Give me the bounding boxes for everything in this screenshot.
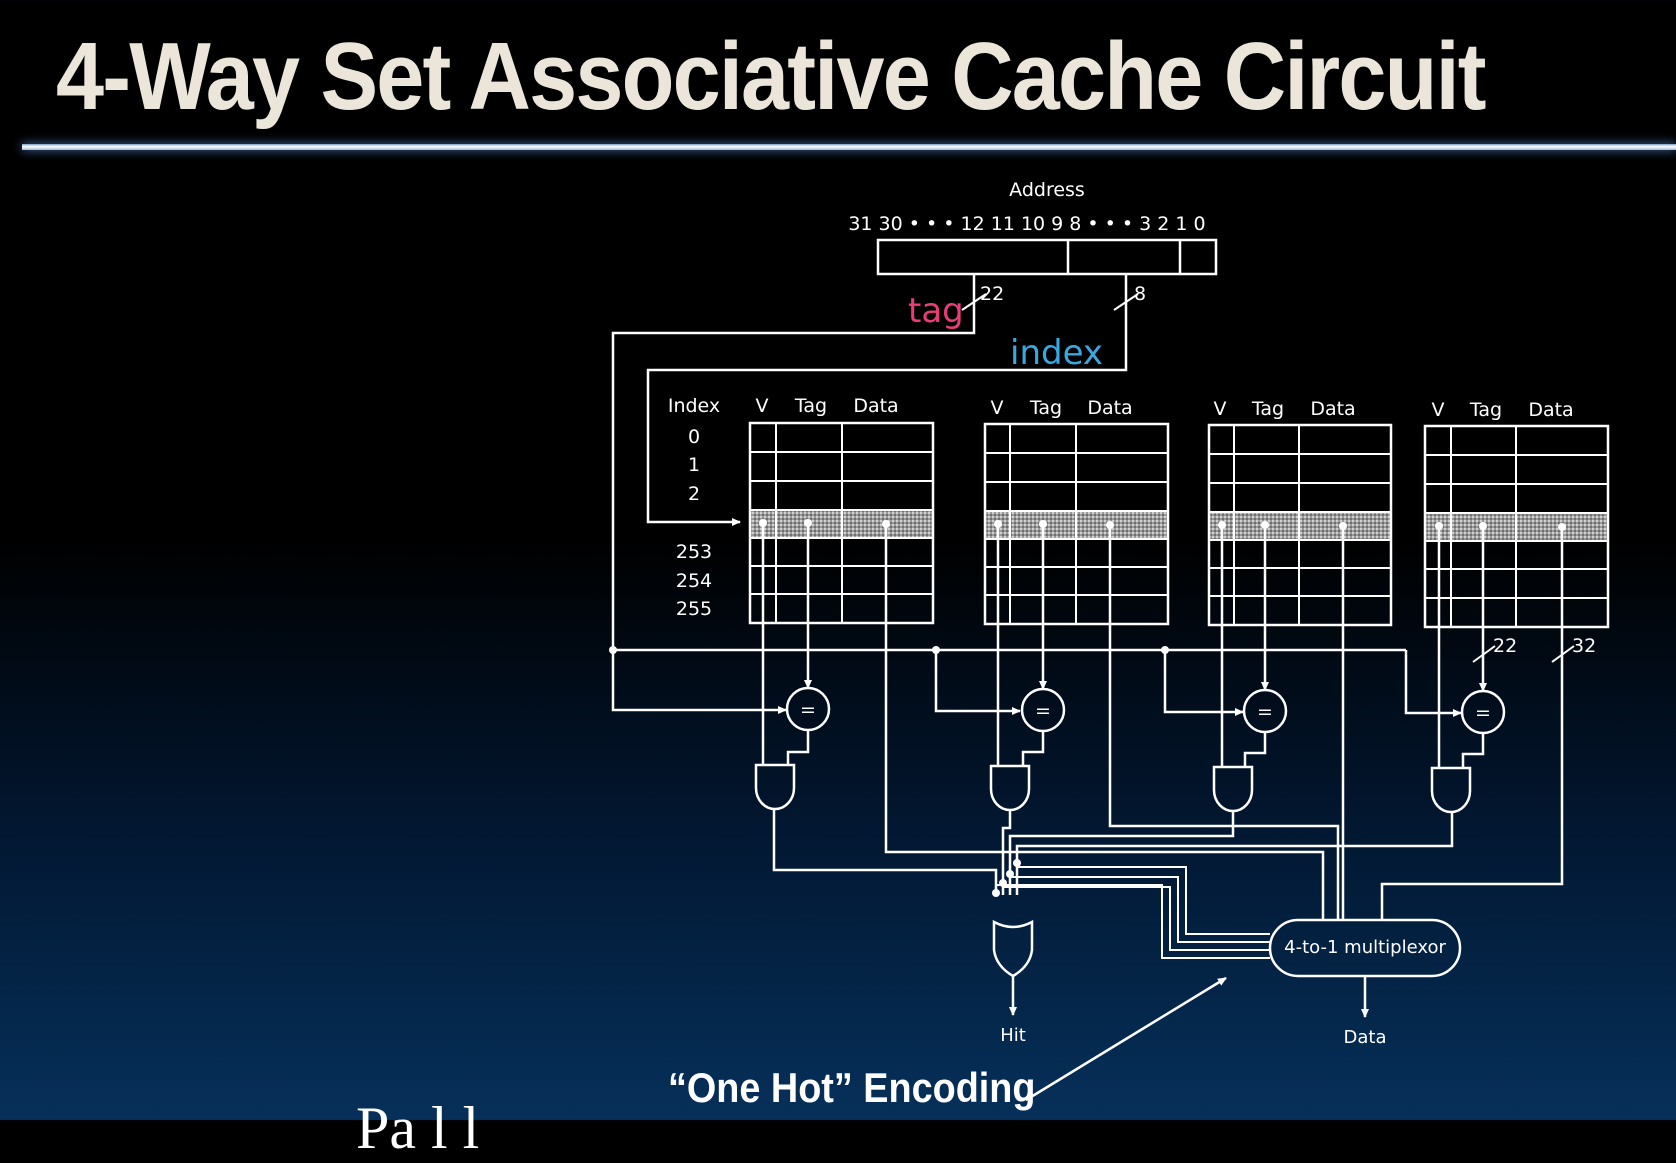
data-bus-width: 32	[1572, 635, 1596, 657]
index-field-label: index	[1010, 333, 1103, 373]
comparator-1-symbol: =	[800, 699, 816, 721]
comparator-1: =	[785, 686, 831, 732]
and-gate-2	[989, 764, 1031, 812]
slide-title: 4-Way Set Associative Cache Circuit	[56, 23, 1487, 130]
way-3-table	[1207, 423, 1393, 627]
and-gate-1	[754, 763, 796, 811]
index-bus	[646, 274, 1139, 526]
way-1-tag-header: Tag	[794, 395, 827, 417]
one-hot-encoding-annotation: “One Hot” Encoding	[668, 1064, 1036, 1111]
index-bus-width: 8	[1134, 283, 1146, 305]
way-3-tag-header: Tag	[1251, 398, 1284, 420]
way-4-wiring	[1015, 522, 1575, 920]
way-4-headers: V Tag Data	[1432, 399, 1574, 421]
way-1-wiring	[759, 519, 1325, 920]
way-2-headers: V Tag Data	[991, 397, 1133, 419]
way-3-v-header: V	[1214, 398, 1227, 420]
index-row-0: 0	[688, 426, 700, 448]
comparator-3-symbol: =	[1257, 701, 1273, 723]
one-hot-select-lines	[992, 859, 1270, 959]
way-4-v-header: V	[1432, 399, 1445, 421]
cache-circuit-diagram: Address 31 30 • • • 12 11 10 9 8 • • • 3…	[609, 179, 1610, 1102]
way-2-data-header: Data	[1087, 397, 1132, 419]
way-3-wiring	[1008, 521, 1347, 920]
one-hot-arrow	[1025, 976, 1227, 1102]
data-output-label: Data	[1344, 1027, 1387, 1048]
way-4-tag-header: Tag	[1469, 399, 1502, 421]
comparator-2-symbol: =	[1035, 700, 1051, 722]
comparator-4: =	[1460, 689, 1506, 735]
tag-bus	[611, 274, 987, 650]
way-1-headers: V Tag Data	[756, 395, 899, 417]
tag-compare-width: 22	[1493, 635, 1517, 657]
way-3-data-header: Data	[1310, 398, 1355, 420]
way-1-data-header: Data	[853, 395, 898, 417]
comparator-2: =	[1020, 687, 1066, 733]
way-4-data-header: Data	[1528, 399, 1573, 421]
address-bit-numbers: 31 30 • • • 12 11 10 9 8 • • • 3 2 1 0	[848, 213, 1205, 235]
tag-bus-width: 22	[980, 283, 1004, 305]
way-3-headers: V Tag Data	[1214, 398, 1356, 420]
partially-visible-text: Pa l l	[356, 1095, 480, 1161]
or-gate	[992, 919, 1034, 978]
tag-field-label: tag	[908, 291, 964, 331]
and-gate-3	[1212, 765, 1254, 813]
address-label: Address	[1009, 179, 1085, 201]
hit-output-label: Hit	[1000, 1025, 1026, 1046]
index-row-2: 2	[688, 483, 700, 505]
title-rule	[22, 144, 1676, 150]
index-row-1: 1	[688, 454, 700, 476]
address-register	[876, 238, 1218, 276]
way-2-v-header: V	[991, 397, 1004, 419]
index-row-255: 255	[676, 598, 712, 620]
way-2-table	[983, 422, 1170, 626]
tag-distribution-bus	[609, 646, 1462, 717]
and-gate-4	[1430, 766, 1472, 814]
way-4-table	[1423, 424, 1610, 629]
comparator-3: =	[1242, 688, 1288, 734]
comparator-4-symbol: =	[1475, 702, 1491, 724]
way-2-tag-header: Tag	[1029, 397, 1062, 419]
index-row-254: 254	[676, 570, 712, 592]
index-column-header: Index	[668, 395, 720, 417]
way-2-wiring	[994, 520, 1340, 920]
way-1-table	[748, 421, 935, 625]
way-1-v-header: V	[756, 395, 769, 417]
index-row-253: 253	[676, 541, 712, 563]
multiplexor-label: 4-to-1 multiplexor	[1284, 937, 1446, 958]
